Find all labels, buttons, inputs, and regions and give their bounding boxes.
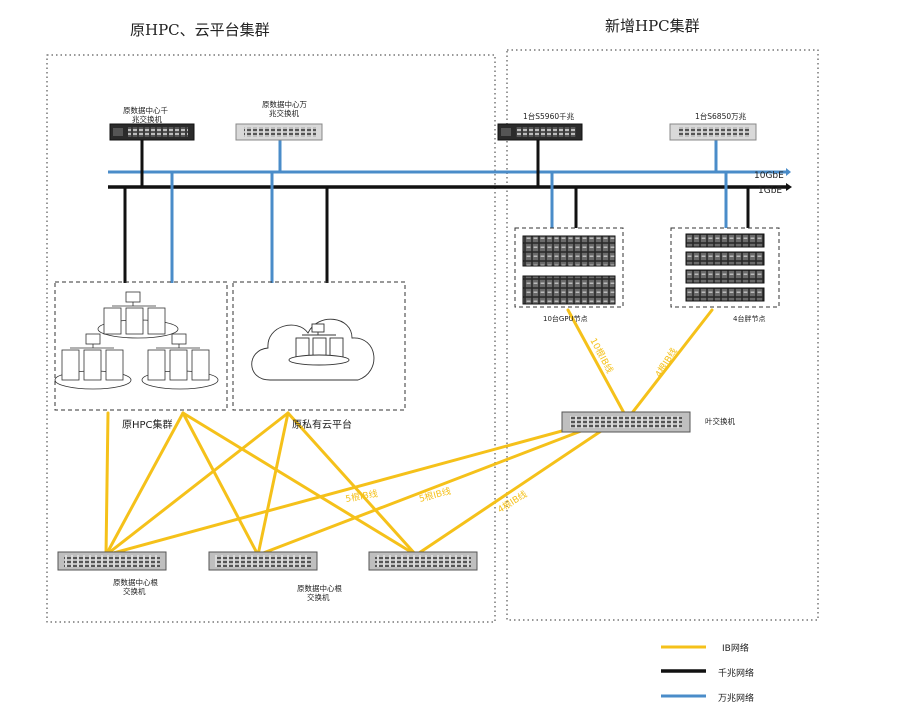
old-10g-switch bbox=[235, 123, 323, 141]
ib-link bbox=[414, 411, 630, 557]
legend-label-10g: 万兆网络 bbox=[718, 692, 754, 704]
section-new-cluster-box bbox=[506, 49, 819, 621]
ib-link bbox=[104, 411, 185, 557]
legend-label-ib: IB网络 bbox=[722, 642, 749, 654]
root-switch-b-label: 原数据中心根 bbox=[297, 583, 342, 593]
cloud-icon bbox=[251, 318, 375, 381]
left-section-title: 原HPC、云平台集群 bbox=[130, 21, 270, 39]
old-hpc-cluster-box bbox=[54, 281, 228, 411]
root-switch-b-label: 交换机 bbox=[307, 592, 330, 602]
ib-link bbox=[104, 411, 110, 557]
new-10g-switch-label: 1台S6850万兆 bbox=[695, 111, 747, 121]
gpu-nodes-box bbox=[514, 227, 624, 308]
new-10g-switch bbox=[669, 123, 757, 141]
ib-link bbox=[104, 411, 290, 557]
new-gigabit-switch-label: 1台S5960千兆 bbox=[523, 111, 575, 121]
old-hpc-cluster-label: 原HPC集群 bbox=[122, 418, 173, 431]
gpu-nodes-label: 10台GPU节点 bbox=[543, 314, 588, 323]
bus-label-10gbe: 10GbE bbox=[754, 171, 784, 181]
legend: IB网络 千兆网络 万兆网络 bbox=[661, 642, 754, 704]
root-switch bbox=[368, 551, 478, 571]
root-switch-a-label: 原数据中心根 bbox=[113, 577, 158, 587]
bus-label-1gbe: 1GbE bbox=[758, 186, 782, 196]
right-section-title: 新增HPC集群 bbox=[605, 17, 700, 35]
ib-link bbox=[104, 411, 630, 557]
old-gigabit-switch-label: 原数据中心千 bbox=[123, 105, 168, 115]
old-hpc-server-icons bbox=[54, 291, 219, 390]
ib-link bbox=[181, 411, 418, 557]
network-buses bbox=[108, 168, 792, 191]
old-gigabit-switch bbox=[109, 123, 195, 141]
root-switch bbox=[57, 551, 167, 571]
private-cloud-label: 原私有云平台 bbox=[292, 418, 352, 431]
fat-nodes-box bbox=[670, 227, 780, 308]
old-10g-switch-label: 兆交换机 bbox=[269, 108, 299, 118]
old-10g-switch-label: 原数据中心万 bbox=[262, 99, 307, 109]
new-gigabit-switch bbox=[497, 123, 583, 141]
ib-count-label: 4根IB线 bbox=[652, 346, 679, 380]
section-old-cluster-box bbox=[46, 54, 496, 623]
ib-links bbox=[104, 308, 714, 557]
leaf-switch bbox=[561, 411, 691, 433]
ib-link bbox=[181, 411, 260, 557]
root-switch-a-label: 交换机 bbox=[123, 586, 146, 596]
legend-label-gig: 千兆网络 bbox=[718, 667, 754, 679]
fat-server-icons bbox=[685, 233, 765, 302]
fat-nodes-label: 4台胖节点 bbox=[733, 314, 765, 323]
ib-link bbox=[566, 308, 626, 415]
ib-link bbox=[286, 411, 418, 557]
ib-link bbox=[256, 411, 290, 557]
leaf-switch-label: 叶交换机 bbox=[705, 416, 735, 426]
bus-drops bbox=[123, 140, 750, 283]
root-switch bbox=[208, 551, 318, 571]
private-cloud-box bbox=[232, 281, 406, 411]
old-gigabit-switch-label: 兆交换机 bbox=[132, 114, 162, 124]
gpu-server-icons bbox=[522, 235, 616, 305]
ib-link bbox=[256, 411, 630, 557]
ib-link bbox=[630, 308, 714, 415]
